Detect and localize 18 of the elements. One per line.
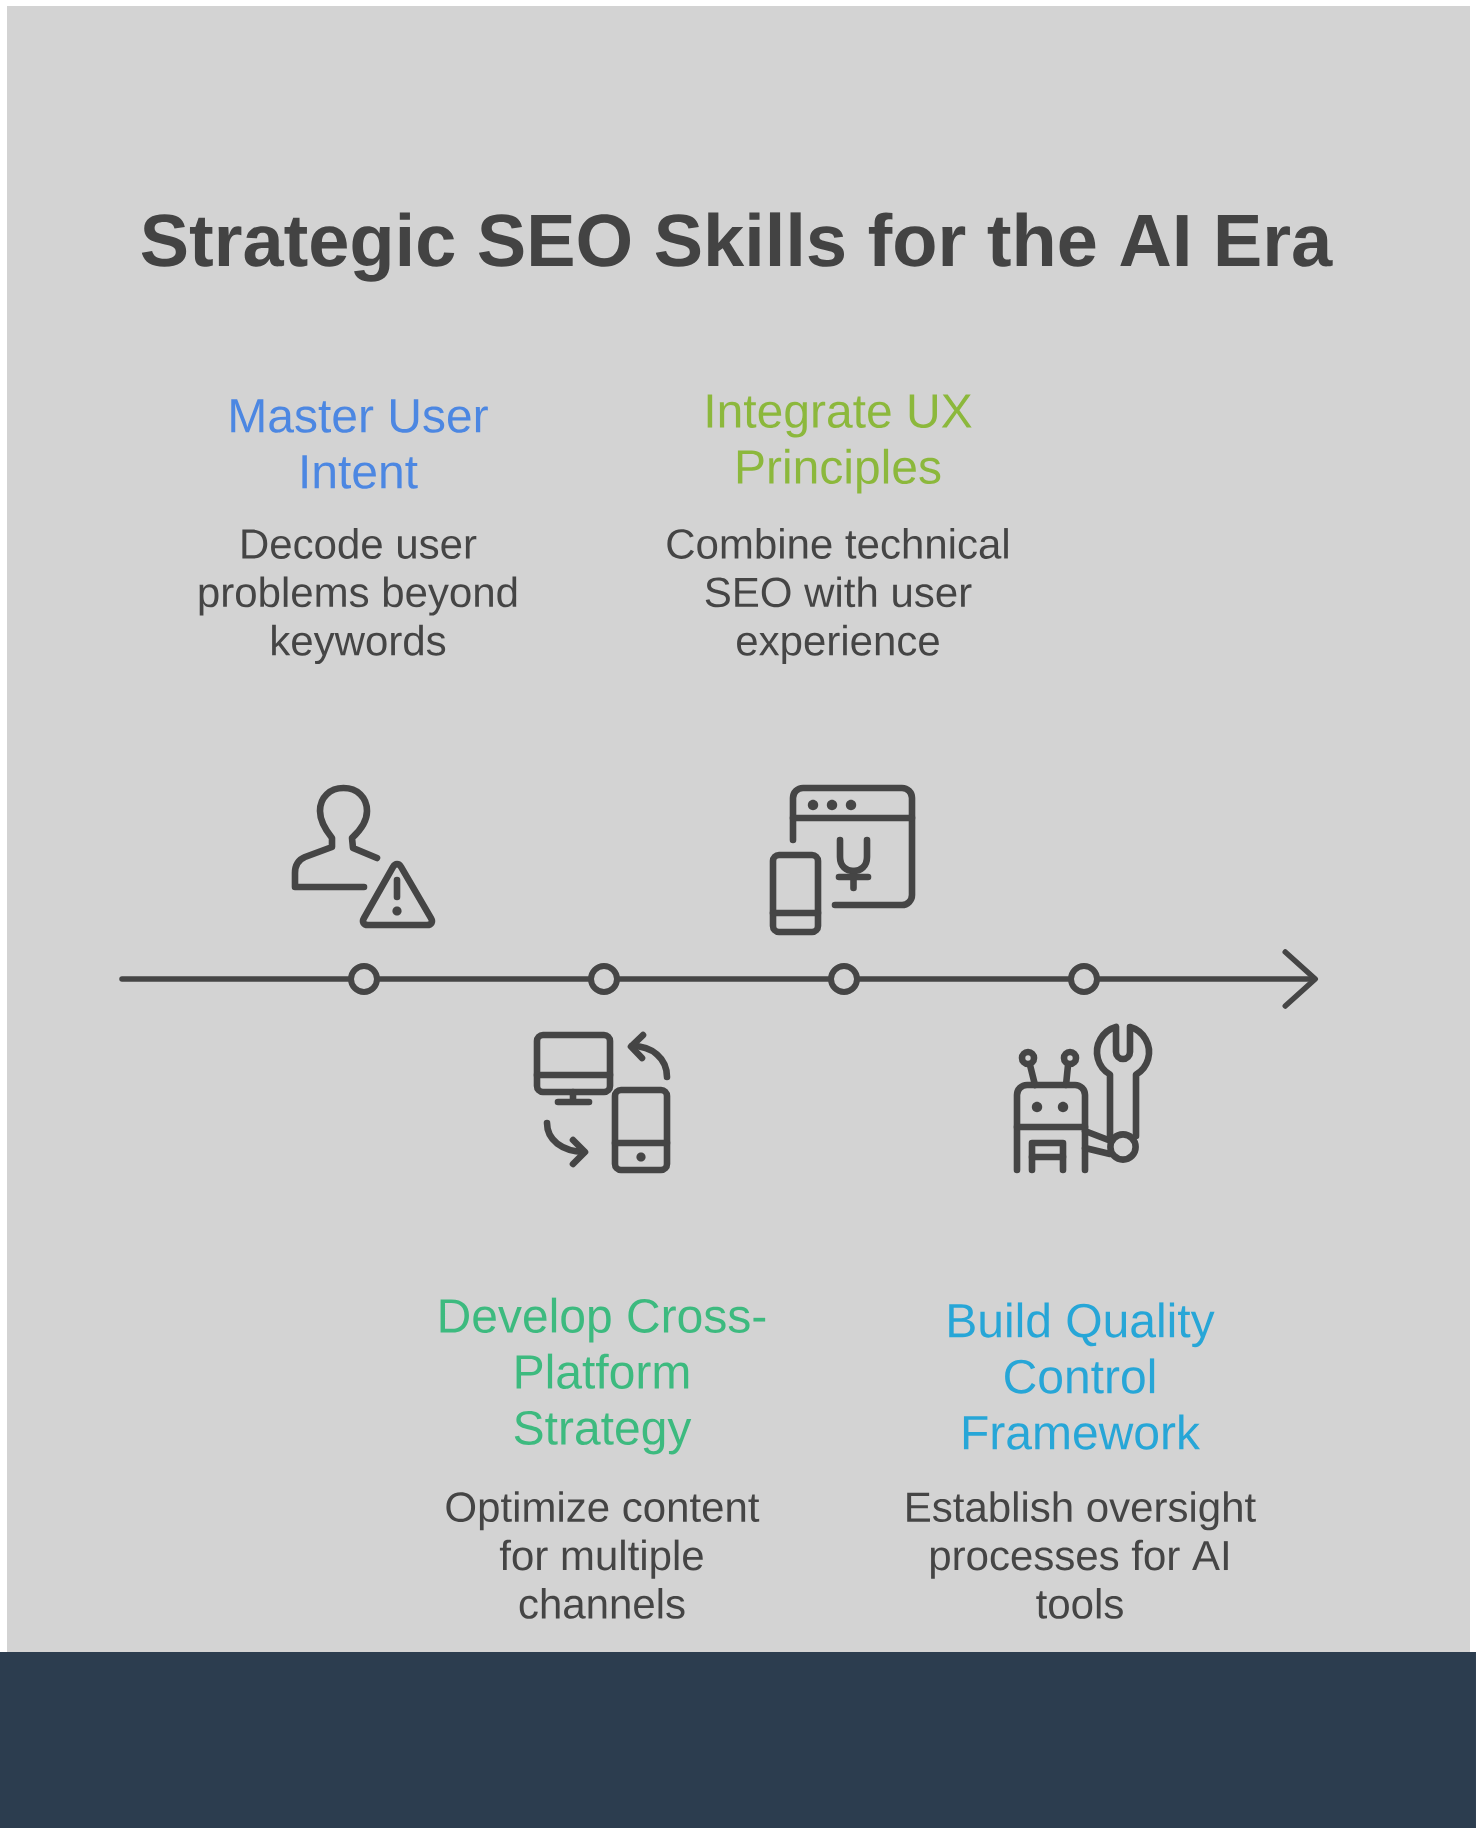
milestone-heading: Master User Intent (231, 399, 488, 489)
timeline-line (119, 976, 351, 982)
milestone-description: Optimize content for multiple channels (446, 1491, 760, 1619)
milestone-heading: Build Quality Control Framework (949, 1302, 1215, 1450)
milestone-heading: Develop Cross-Platform Strategy (440, 1297, 766, 1455)
milestone-description: Decode user problems beyond keywords (199, 528, 517, 664)
timeline-line (617, 976, 831, 982)
timeline-line (857, 976, 1071, 982)
milestone-circle (1068, 963, 1100, 995)
timeline-arrow (1097, 949, 1318, 1009)
title: Strategic SEO Skills for the AI Era (141, 212, 1333, 282)
milestone-description: Establish oversight processes for AI tools (907, 1491, 1256, 1619)
milestone-heading: Integrate UX Principles (707, 394, 972, 494)
milestone-circle (828, 963, 860, 995)
timeline-line (377, 976, 591, 982)
milestone-circle (348, 963, 380, 995)
milestone-circle (588, 963, 620, 995)
milestone-description: Combine technical SEO with user experience (667, 528, 1008, 664)
